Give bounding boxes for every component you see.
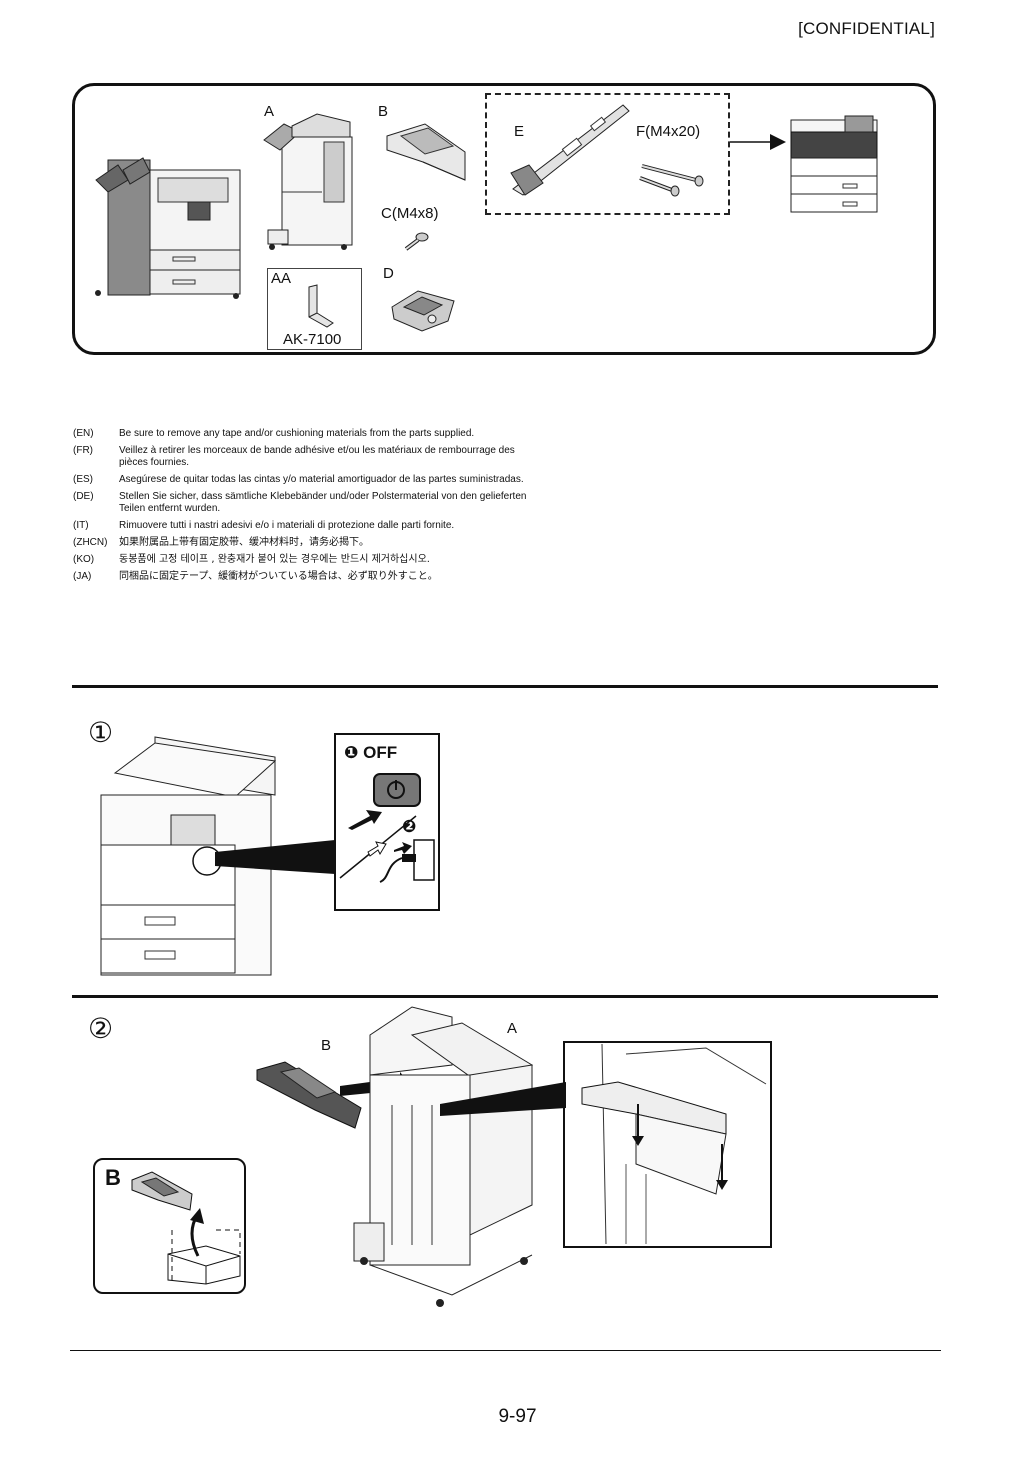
note-text: Rimuovere tutti i nastri adesivi e/o i m… <box>119 520 455 531</box>
part-aa-bracket-illustration <box>308 284 334 328</box>
inset-b-label: B <box>105 1165 121 1190</box>
note-row: (JA) 同梱品に固定テープ、緩衝材がついている場合は、必ず取り外すこと。 <box>73 571 543 583</box>
note-row: (IT) Rimuovere tutti i nastri adesivi e/… <box>73 520 543 532</box>
step2-label-b: B <box>321 1037 332 1054</box>
unplug-cord-illustration <box>339 815 435 883</box>
tray-attach-detail-illustration <box>581 1043 767 1245</box>
section-divider <box>72 995 938 998</box>
note-lang-code: (ZHCN) <box>73 537 108 548</box>
finisher-a-illustration <box>353 1006 534 1307</box>
zoom-connector <box>440 1082 566 1116</box>
part-d-guide-illustration <box>391 290 455 332</box>
unpack-box-illustration <box>131 1171 241 1285</box>
step-2-number: ② <box>88 1012 114 1045</box>
note-text: 如果附属品上带有固定胶带、缓冲材料时，请务必揭下。 <box>119 537 369 548</box>
note-lang-code: (EN) <box>73 428 94 439</box>
note-row: (ZHCN) 如果附属品上带有固定胶带、缓冲材料时，请务必揭下。 <box>73 537 543 549</box>
part-e-rail-illustration <box>510 104 630 196</box>
confidential-label: [CONFIDENTIAL] <box>798 19 935 38</box>
note-text: Stellen Sie sicher, dass sämtliche Klebe… <box>119 491 527 514</box>
part-c-label: C(M4x8) <box>381 205 439 222</box>
e-f-parts-group <box>485 93 730 215</box>
unplug-step-marker: ❷ <box>402 817 417 837</box>
tray-b-install-illustration <box>256 1061 362 1129</box>
page-number: 9-97 <box>498 1406 537 1427</box>
tray-attach-detail-panel <box>563 1041 772 1248</box>
part-a-label: A <box>264 103 275 120</box>
part-e-label: E <box>514 123 525 140</box>
note-text: 同梱品に固定テープ、緩衝材がついている場合は、必ず取り外すこと。 <box>119 571 438 582</box>
note-text: Be sure to remove any tape and/or cushio… <box>119 428 475 439</box>
note-lang-code: (KO) <box>73 554 95 565</box>
note-text: Veillez à retirer les morceaux de bande … <box>119 445 515 468</box>
parts-overview-panel <box>72 83 936 355</box>
part-b-tray-illustration <box>386 123 466 181</box>
note-row: (ES) Asegúrese de quitar todas las cinta… <box>73 474 543 486</box>
off-text: OFF <box>363 743 398 762</box>
note-text: 동봉품에 고정 테이프 , 완충재가 붙어 있는 경우에는 반드시 제거하십시오… <box>119 554 430 565</box>
screws-m4x20-icon <box>639 164 704 197</box>
note-lang-code: (DE) <box>73 491 94 502</box>
step-1-machine-illustration <box>100 736 277 976</box>
power-off-detail-panel <box>334 733 440 911</box>
note-row: (KO) 동봉품에 고정 테이프 , 완충재가 붙어 있는 경우에는 반드시 제… <box>73 554 543 566</box>
part-b-label: B <box>378 103 389 120</box>
footer-divider <box>70 1350 941 1351</box>
main-unit-illustration <box>790 115 878 213</box>
note-row: (FR) Veillez à retirer les morceaux de b… <box>73 445 543 469</box>
ak-7100-label: AK-7100 <box>283 331 342 348</box>
part-f-label: F(M4x20) <box>636 123 701 140</box>
aa-part-box <box>267 268 362 350</box>
section-divider <box>72 685 938 688</box>
off-step-label: ❶ OFF <box>344 743 397 763</box>
part-aa-label: AA <box>271 270 292 287</box>
part-d-label: D <box>383 265 394 282</box>
note-lang-code: (ES) <box>73 474 93 485</box>
note-text: Asegúrese de quitar todas las cintas y/o… <box>119 474 524 485</box>
unpack-tray-b-panel <box>93 1158 246 1294</box>
power-button-icon <box>373 773 421 807</box>
note-lang-code: (IT) <box>73 520 89 531</box>
step-1-number: ① <box>88 716 114 749</box>
full-system-illustration <box>95 157 241 299</box>
note-lang-code: (FR) <box>73 445 93 456</box>
zoom-connector <box>215 840 335 874</box>
off-step-marker: ❶ <box>344 743 359 763</box>
note-row: (EN) Be sure to remove any tape and/or c… <box>73 428 543 440</box>
note-lang-code: (JA) <box>73 571 92 582</box>
arrow-to-main-unit-icon <box>730 134 786 150</box>
tape-removal-notes: (EN) Be sure to remove any tape and/or c… <box>73 428 543 588</box>
screw-m4x8-icon <box>404 232 429 251</box>
part-a-finisher-illustration <box>263 113 353 250</box>
note-row: (DE) Stellen Sie sicher, dass sämtliche … <box>73 491 543 515</box>
press-arrow-icon <box>348 810 382 830</box>
step2-label-a: A <box>507 1020 518 1037</box>
